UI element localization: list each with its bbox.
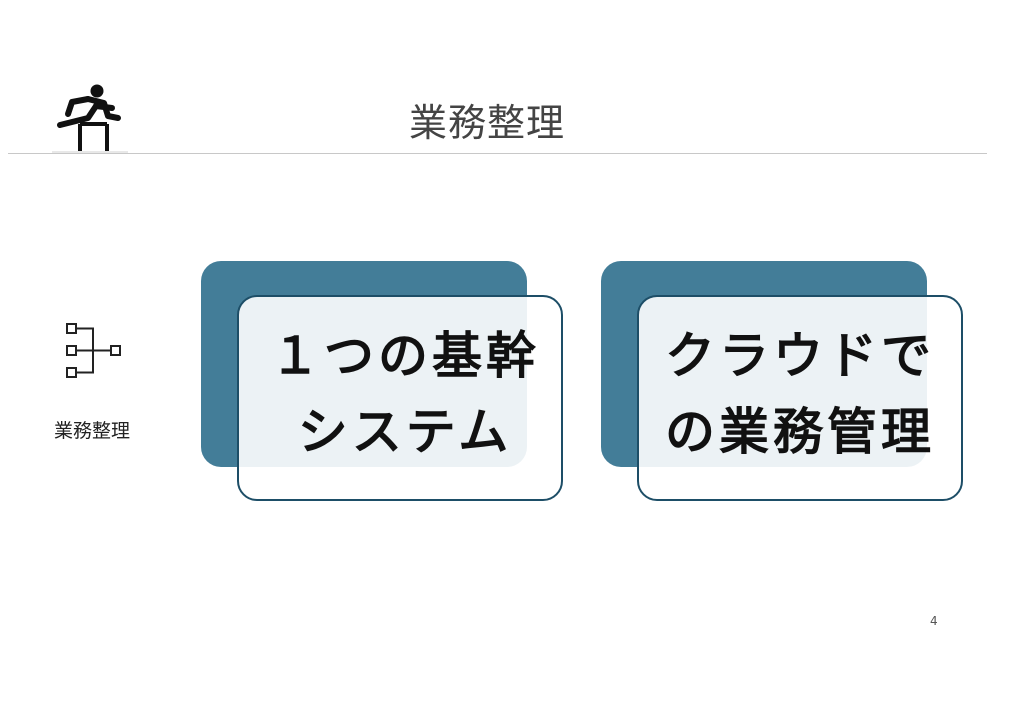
card-2-line-2: の業務管理 (665, 403, 935, 461)
title-divider (8, 153, 987, 154)
page-title: 業務整理 (408, 101, 565, 145)
hurdler-icon (52, 84, 128, 153)
card-2 (637, 295, 963, 501)
card-1-line-1: １つの基幹 (270, 327, 540, 385)
sidebar-label: 業務整理 (53, 420, 130, 442)
hierarchy-icon (66, 323, 121, 378)
card-1 (237, 295, 563, 501)
card-1-line-2: システム (297, 403, 513, 461)
card-1-text: １つの基幹 システム (255, 318, 555, 470)
card-2-text: クラウドで の業務管理 (650, 318, 950, 470)
page-number: 4 (930, 614, 938, 628)
card-2-line-1: クラウドで (665, 327, 935, 385)
